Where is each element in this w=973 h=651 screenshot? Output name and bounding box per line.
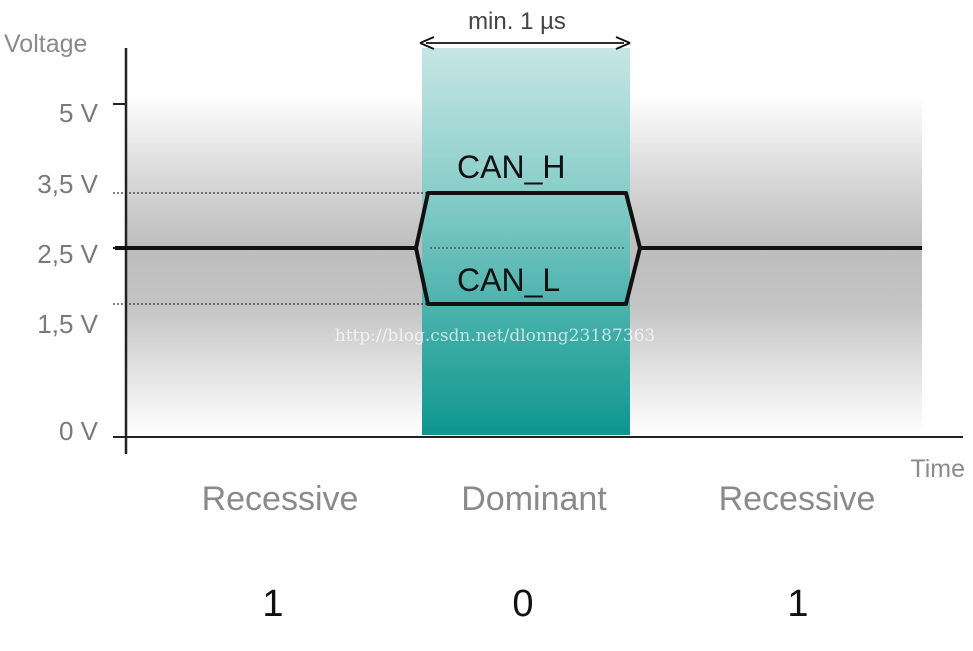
arrow-head-right-icon: [615, 36, 631, 50]
can-l-label: CAN_L: [457, 262, 560, 298]
can-h-label: CAN_H: [457, 149, 565, 185]
state-label-dominant: Dominant: [461, 480, 607, 518]
bit-value-left: 1: [262, 583, 283, 625]
dominant-window: [422, 48, 630, 435]
arrow-head-left-icon: [419, 36, 435, 50]
can-h-signal: [115, 191, 922, 250]
tick-label-2-5v: 2,5 V: [37, 239, 98, 269]
x-axis-title: Time: [910, 455, 965, 483]
tick-label-3-5v: 3,5 V: [37, 169, 98, 199]
bit-value-right: 1: [787, 583, 808, 625]
tick-label-1-5v: 1,5 V: [37, 309, 98, 339]
duration-label: min. 1 µs: [468, 8, 566, 35]
watermark: http://blog.csdn.net/dlonng23187363: [335, 326, 655, 346]
can-l-signal: [414, 247, 642, 306]
tick-label-0v: 0 V: [59, 416, 99, 446]
tick-label-5v: 5 V: [59, 98, 99, 128]
state-label-recessive-left: Recessive: [202, 480, 359, 518]
bit-value-middle: 0: [512, 583, 533, 625]
y-axis-title: Voltage: [4, 30, 87, 58]
state-label-recessive-right: Recessive: [719, 480, 876, 518]
